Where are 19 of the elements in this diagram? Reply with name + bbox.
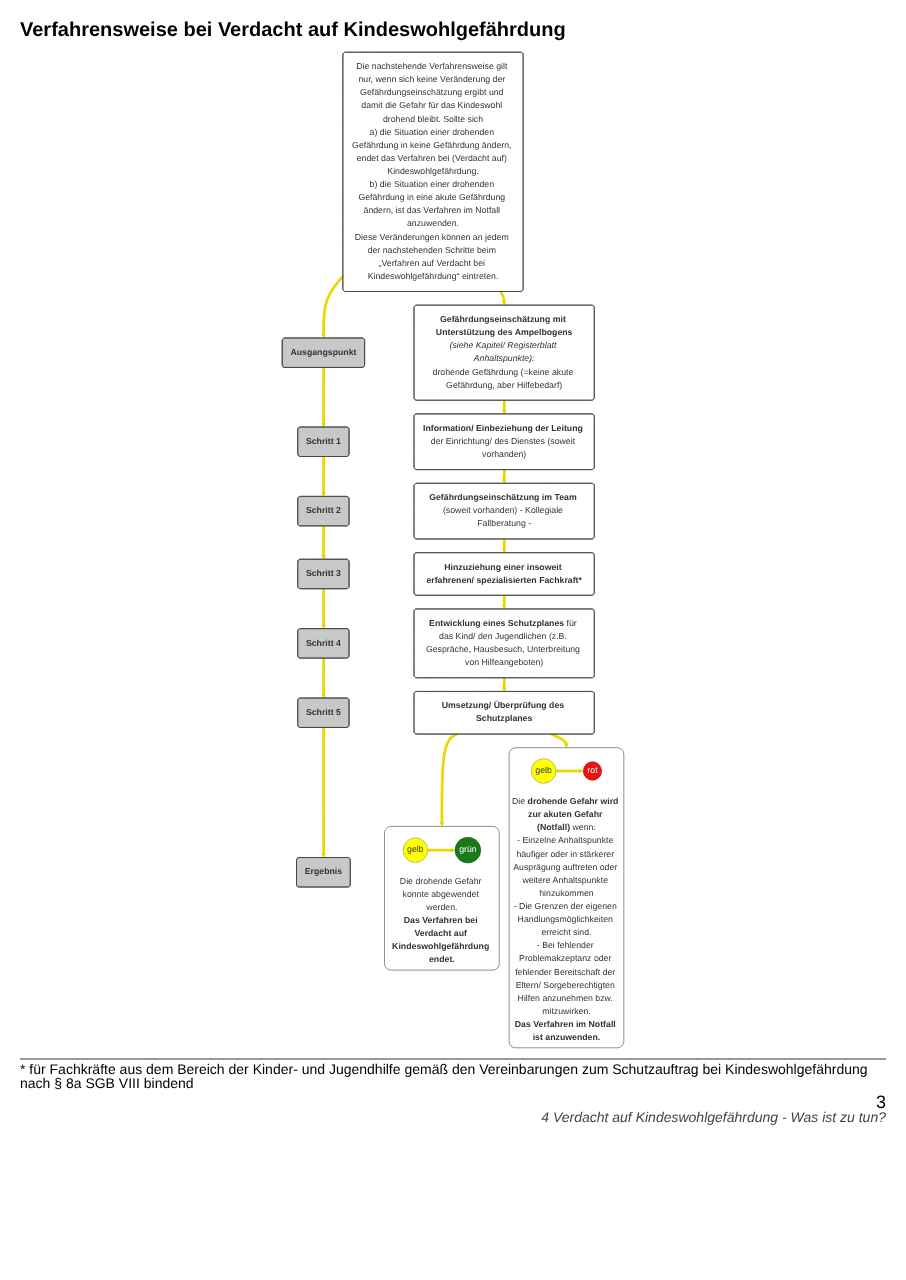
arrow [321,588,327,630]
arrow [501,595,507,610]
arrow [501,469,507,484]
arrow [550,732,569,748]
arrow [501,677,507,692]
arrow [501,400,507,415]
arrow [501,539,507,554]
page-title: Verfahrensweise bei Verdacht auf Kindeswohlgefährdung [20,20,568,42]
arrow [321,658,326,699]
arrow [321,456,326,497]
arrow [321,367,326,428]
arrow [439,732,458,827]
arrow [499,291,507,306]
arrow [321,275,345,339]
arrow [321,526,326,560]
arrow [555,768,584,774]
arrow [321,727,327,858]
arrow [427,847,456,853]
page-number: 3 [873,1092,886,1112]
